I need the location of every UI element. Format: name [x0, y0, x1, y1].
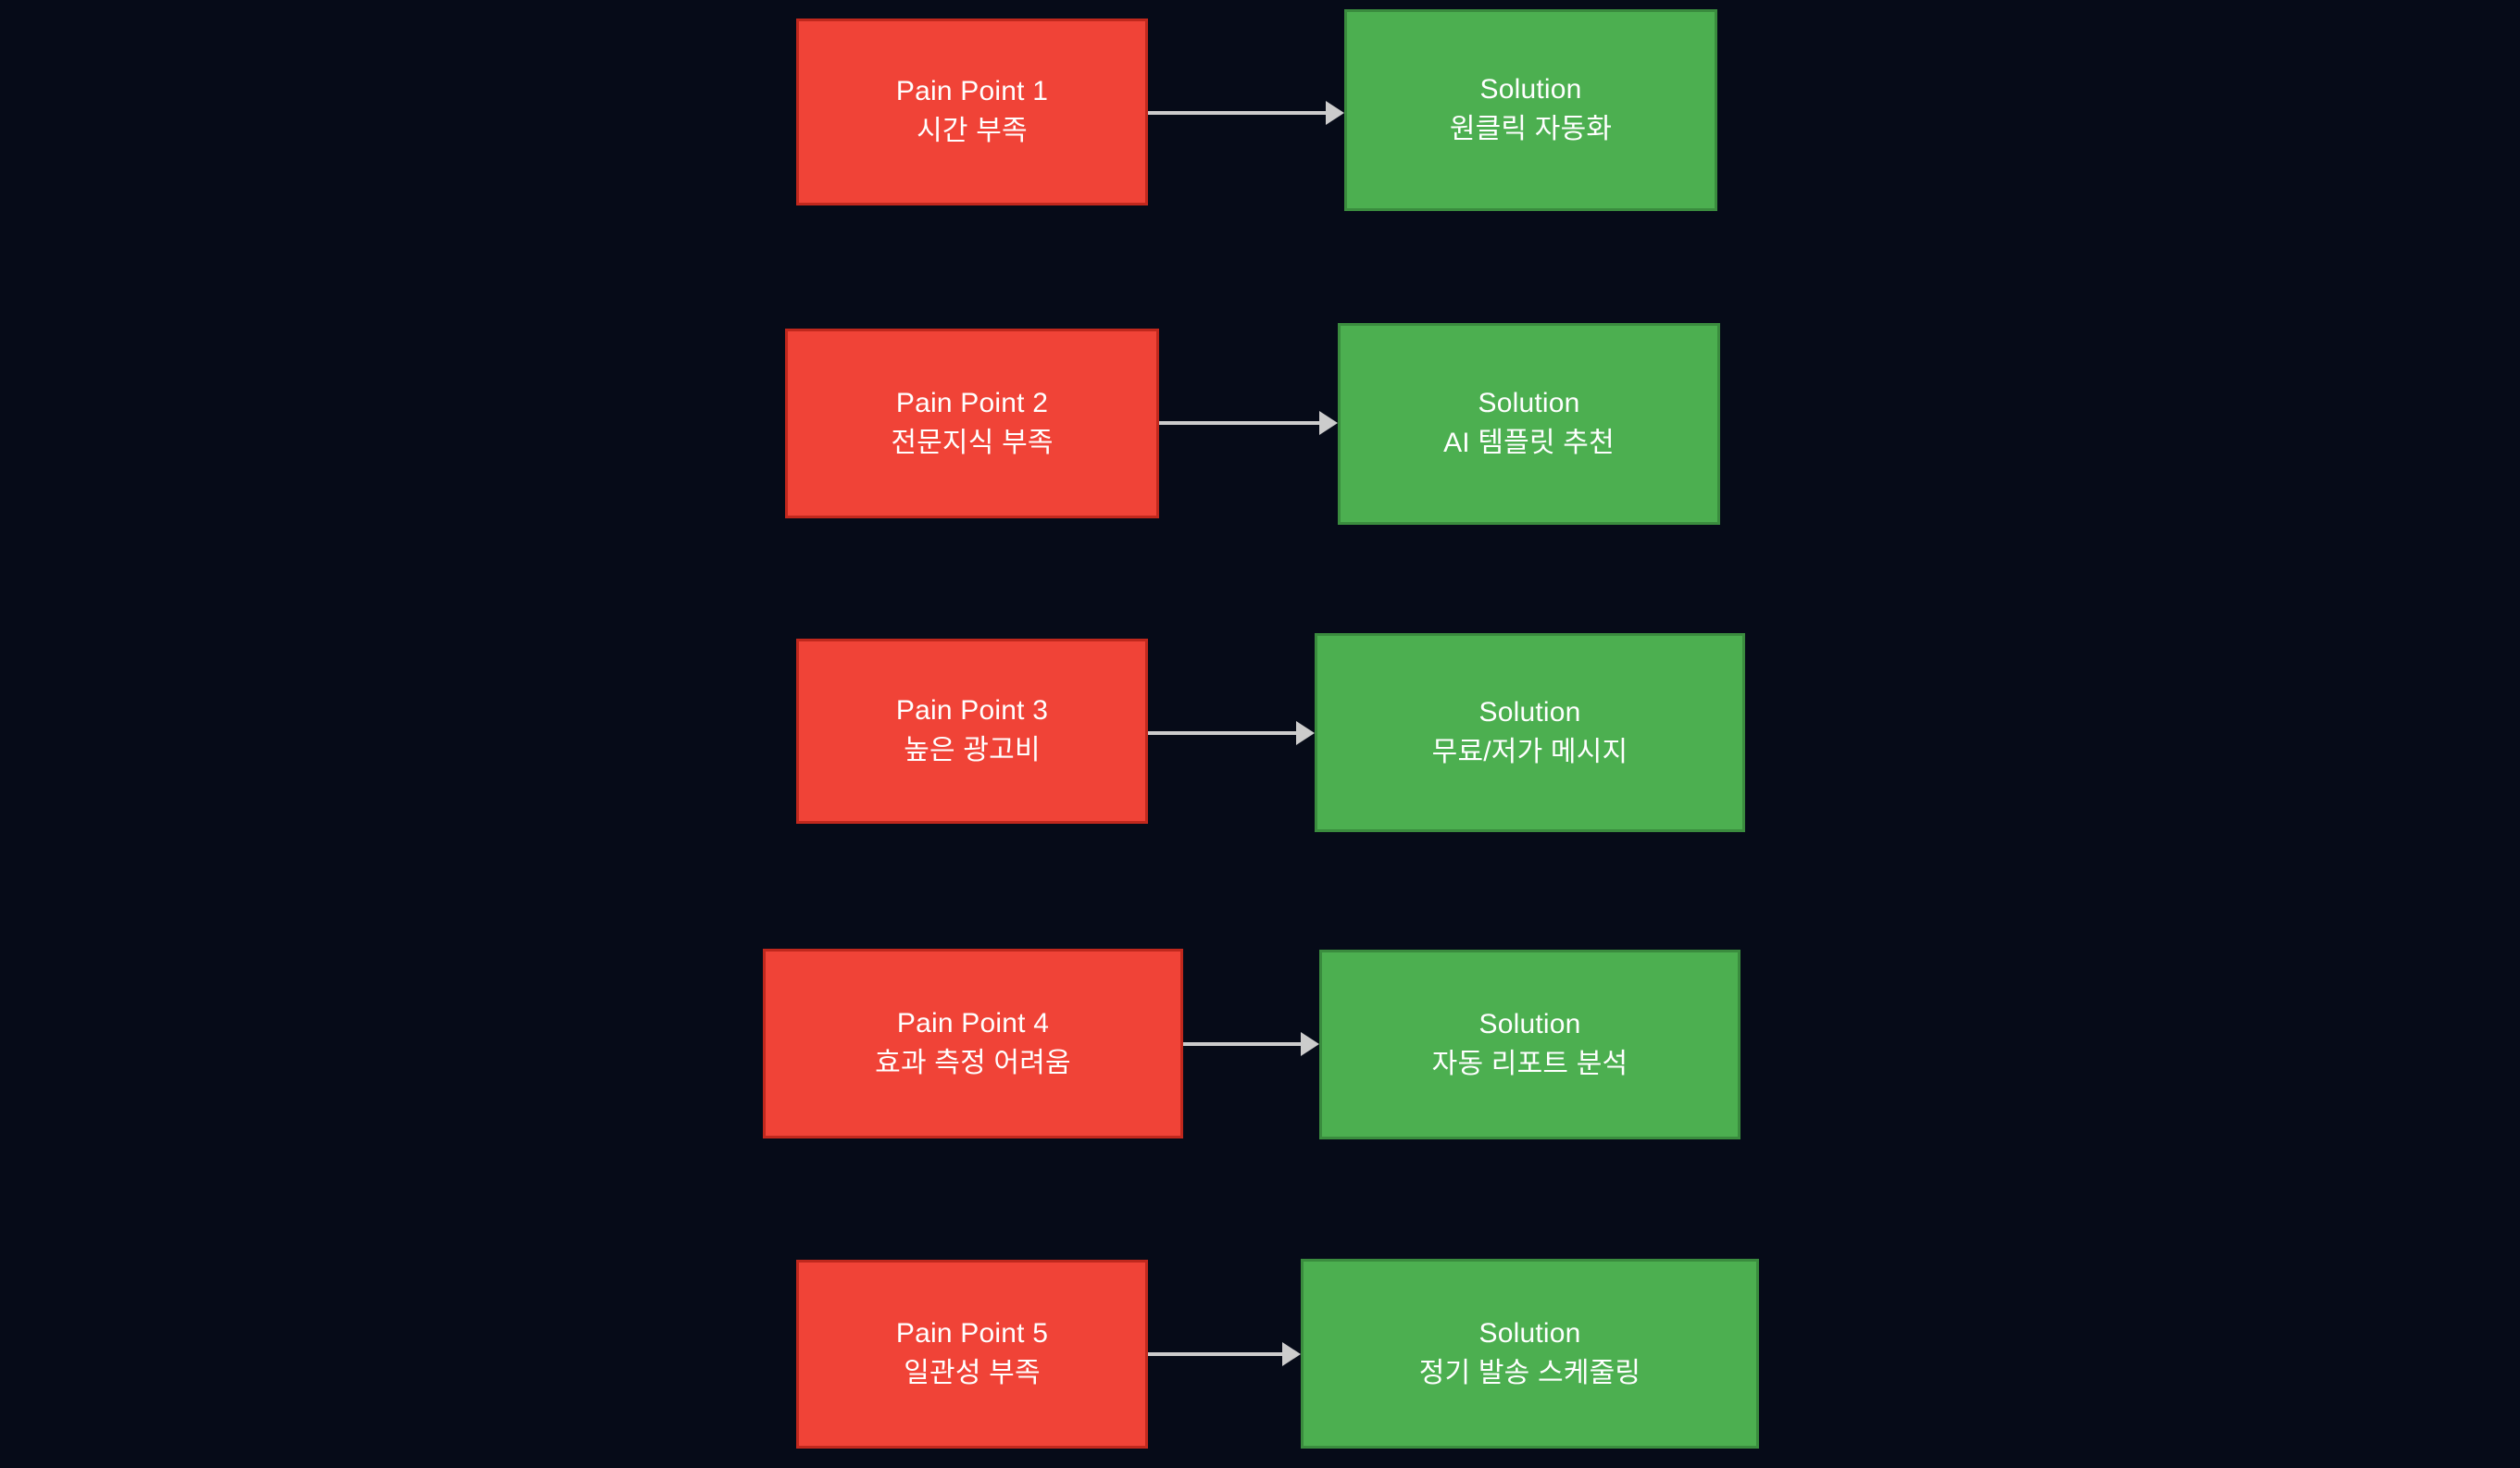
pain-point-node[interactable]: Pain Point 5 일관성 부족: [796, 1260, 1148, 1449]
pain-point-title: Pain Point 4: [896, 1007, 1050, 1039]
solution-node[interactable]: Solution 원클릭 자동화: [1344, 9, 1717, 211]
pain-point-detail: 전문지식 부족: [891, 427, 1054, 458]
solution-title: Solution: [1478, 696, 1581, 728]
arrow-connector: [1159, 404, 1338, 442]
solution-title: Solution: [1478, 1317, 1581, 1349]
solution-node[interactable]: Solution 정기 발송 스케줄링: [1301, 1259, 1759, 1449]
solution-title: Solution: [1479, 74, 1582, 106]
solution-detail: 자동 리포트 분석: [1431, 1048, 1628, 1079]
pain-point-node[interactable]: Pain Point 4 효과 측정 어려움: [763, 949, 1183, 1138]
solution-detail: 원클릭 자동화: [1449, 114, 1613, 144]
pain-point-title: Pain Point 1: [895, 76, 1049, 107]
arrow-connector: [1183, 1026, 1319, 1063]
arrow-connector: [1148, 94, 1344, 131]
pain-point-title: Pain Point 5: [895, 1318, 1049, 1350]
solution-node[interactable]: Solution 자동 리포트 분석: [1319, 950, 1740, 1139]
pain-point-node[interactable]: Pain Point 1 시간 부족: [796, 19, 1148, 205]
solution-title: Solution: [1478, 1008, 1581, 1039]
pain-point-detail: 일관성 부족: [904, 1358, 1041, 1388]
solution-detail: AI 템플릿 추천: [1443, 428, 1615, 458]
arrow-connector: [1148, 1336, 1301, 1373]
pain-point-title: Pain Point 3: [895, 695, 1049, 727]
solution-detail: 정기 발송 스케줄링: [1418, 1357, 1641, 1388]
pain-point-detail: 시간 부족: [917, 116, 1028, 146]
pain-point-detail: 효과 측정 어려움: [875, 1047, 1071, 1078]
solution-node[interactable]: Solution AI 템플릿 추천: [1338, 323, 1720, 525]
pain-point-detail: 높은 광고비: [904, 735, 1041, 765]
pain-point-node[interactable]: Pain Point 3 높은 광고비: [796, 639, 1148, 824]
solution-detail: 무료/저가 메시지: [1431, 736, 1628, 767]
arrow-connector: [1148, 715, 1315, 752]
pain-point-node[interactable]: Pain Point 2 전문지식 부족: [785, 329, 1159, 518]
pain-point-title: Pain Point 2: [895, 387, 1049, 418]
solution-node[interactable]: Solution 무료/저가 메시지: [1315, 633, 1745, 832]
solution-title: Solution: [1478, 388, 1580, 419]
